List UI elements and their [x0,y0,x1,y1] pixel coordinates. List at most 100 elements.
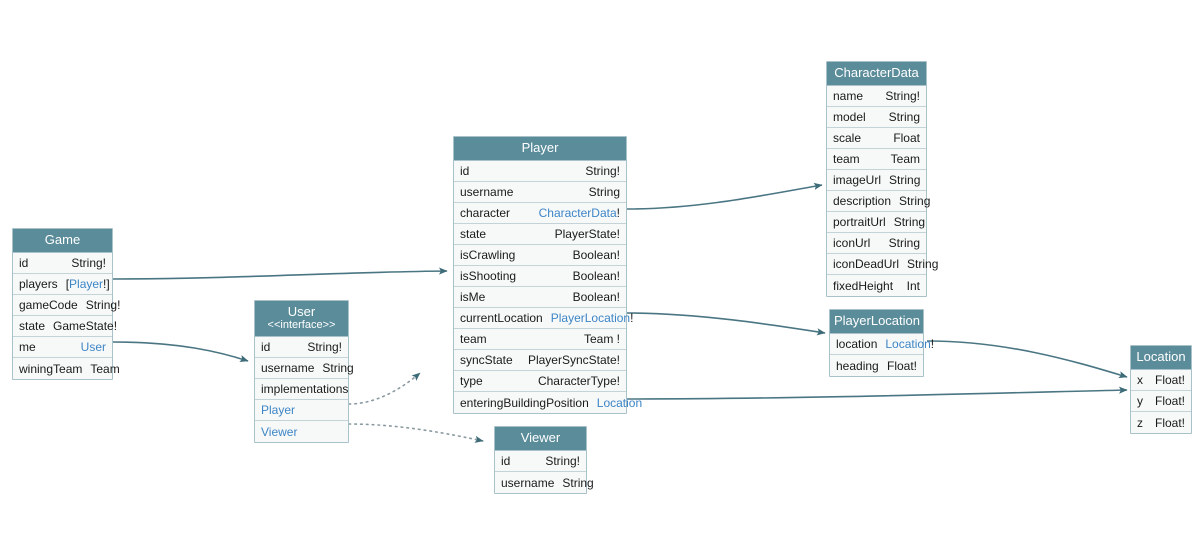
field-name: isShooting [460,269,517,283]
entity-user-stereotype: <<interface>> [267,319,336,331]
field-type: [Player!] [58,277,110,291]
entity-playerlocation[interactable]: PlayerLocation location Location! headin… [829,309,934,377]
field-name: team [460,332,487,346]
table-row[interactable]: iconDeadUrl String [827,254,938,275]
field-type: String [562,475,594,490]
field-type: Location! [877,337,934,351]
field-type: PlayerState! [554,227,620,241]
entity-game[interactable]: Game id String! players [Player!] gameCo… [12,228,120,380]
table-row[interactable]: portraitUrl String [827,212,926,233]
edge-player-currentlocation-to-playerlocation [626,312,826,336]
type-link[interactable]: PlayerLocation [550,311,631,325]
entity-characterdata-title: CharacterData [827,62,926,86]
field-name: fixedHeight [833,278,894,293]
table-row[interactable]: imageUrl String [827,170,926,191]
field-name: description [833,194,892,208]
field-name: model [833,110,866,124]
table-row[interactable]: me User [13,337,112,358]
table-row[interactable]: enteringBuildingPosition Location [454,392,642,413]
table-row[interactable]: isMe Boolean! [454,287,626,308]
field-type: PlayerLocation! [543,311,634,325]
field-type: String [907,257,939,271]
type-link[interactable]: Location [885,337,931,351]
type-link[interactable]: CharacterData [538,206,617,220]
table-row[interactable]: currentLocation PlayerLocation! [454,308,633,329]
field-type: Team [890,152,920,166]
table-row[interactable]: id String! [255,337,348,358]
edge-user-implements-viewer [348,423,484,443]
table-row[interactable]: id String! [454,161,626,182]
type-link[interactable]: User [80,340,106,354]
table-row[interactable]: state PlayerState! [454,224,626,245]
table-row[interactable]: username String [495,472,594,493]
field-name: imageUrl [833,173,882,187]
field-name: players [19,277,58,291]
field-name: y [1137,394,1143,408]
table-row[interactable]: username String [255,358,354,379]
type-suffix: ! [930,337,935,351]
table-row[interactable]: username String [454,182,626,203]
table-row[interactable]: winingTeam Team [13,358,120,379]
type-suffix: !] [103,277,110,291]
table-row[interactable]: team Team ! [454,329,626,350]
table-row[interactable]: id String! [495,451,586,472]
field-name: scale [833,131,862,145]
edge-player-enteringbuildingposition-to-location [626,386,1128,400]
field-name: isCrawling [460,248,516,262]
field-name: state [19,319,46,333]
table-row[interactable]: isShooting Boolean! [454,266,626,287]
field-type: String [322,361,354,375]
table-row[interactable]: description String [827,191,930,212]
implementations-label: implementations [261,382,349,396]
table-row[interactable]: y Float! [1131,391,1191,412]
table-row[interactable]: model String [827,107,926,128]
field-type: String! [307,340,342,354]
field-type: String [893,215,926,229]
field-type: Float! [1154,415,1185,430]
entity-location[interactable]: Location x Float! y Float! z Float! [1130,345,1192,434]
field-type: String! [885,89,920,103]
implementation-name: Player [261,403,296,417]
entity-player[interactable]: Player id String! username String charac… [453,136,642,414]
field-name: gameCode [19,298,78,312]
table-row[interactable]: heading Float! [830,355,923,376]
table-row[interactable]: state GameState! [13,316,117,337]
edge-playerlocation-location-to-location [926,340,1128,379]
table-row[interactable]: character CharacterData! [454,203,626,224]
table-row[interactable]: scale Float [827,128,926,149]
table-row[interactable]: isCrawling Boolean! [454,245,626,266]
table-row[interactable]: location Location! [830,334,934,355]
field-type: Float! [1154,394,1185,408]
table-row[interactable]: fixedHeight Int [827,275,926,296]
entity-user-name: User [287,304,316,319]
table-row[interactable]: name String! [827,86,926,107]
field-type: GameState! [53,319,118,333]
table-row[interactable]: syncState PlayerSyncState! [454,350,626,371]
entity-viewer[interactable]: Viewer id String! username String [494,426,594,494]
entity-user[interactable]: User <<interface>> id String! username S… [254,300,354,443]
implementation-viewer[interactable]: Viewer [255,421,348,442]
table-row[interactable]: gameCode String! [13,295,120,316]
field-type: Location [589,396,642,410]
table-row[interactable]: x Float! [1131,370,1191,391]
table-row[interactable]: z Float! [1131,412,1191,433]
table-row[interactable]: players [Player!] [13,274,112,295]
field-name: portraitUrl [833,215,886,229]
field-name: id [261,340,271,354]
field-type: CharacterData! [531,206,620,220]
field-name: x [1137,373,1143,387]
implementation-player[interactable]: Player [255,400,348,421]
field-name: isMe [460,290,486,304]
field-type: Boolean! [572,269,620,283]
type-link[interactable]: Location [596,395,643,410]
field-name: id [19,256,29,270]
table-row[interactable]: type CharacterType! [454,371,626,392]
table-row[interactable]: team Team [827,149,926,170]
entity-characterdata[interactable]: CharacterData name String! model String … [826,61,938,297]
table-row[interactable]: id String! [13,253,112,274]
field-name: iconUrl [833,236,871,250]
type-link[interactable]: Player [69,277,104,291]
field-name: z [1137,415,1143,430]
table-row[interactable]: iconUrl String [827,233,926,254]
